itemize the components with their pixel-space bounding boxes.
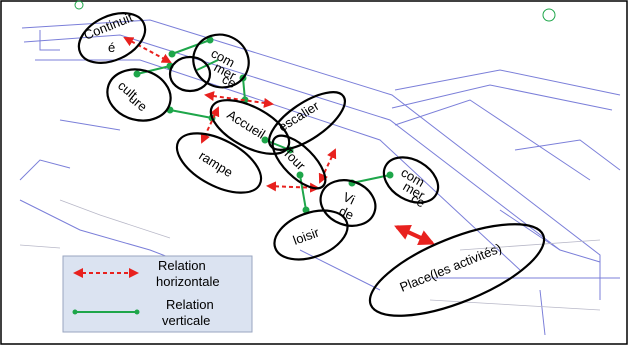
node-accueil: [209, 99, 291, 155]
legend-box: [62, 255, 253, 333]
vertical-relation-line: [136, 65, 171, 75]
node-escalier: [268, 91, 346, 151]
vertical-relation-line: [171, 39, 211, 55]
node-vide-label: de: [337, 203, 356, 223]
horizontal-relations: [123, 37, 337, 193]
legend-vertical-label: verticale: [162, 313, 210, 328]
node-commerce-bottom-label: ce: [409, 191, 428, 211]
legend-vertical-dot: [134, 309, 140, 315]
legend-vertical-dot: [72, 309, 78, 315]
horizontal-relation-line: [200, 106, 220, 144]
legend: Relation horizontale Relation verticale: [62, 255, 253, 333]
small-green-circle: [74, 0, 84, 10]
background-plan-lines: [19, 19, 621, 336]
place-access-arrow: [394, 225, 435, 245]
node-commerce-top-label: ce: [220, 71, 239, 91]
node-commerce-bottom: [382, 156, 440, 204]
legend-vertical-label: Relation: [166, 297, 214, 312]
node-place: [368, 223, 546, 317]
node-vide: [319, 179, 377, 227]
horizontal-relation-line: [123, 37, 172, 63]
legend-horizontal-label: horizontale: [156, 274, 220, 289]
background-plan-lines-gray: [19, 199, 601, 311]
node-rampe: [175, 132, 263, 194]
node-junction: [168, 55, 212, 93]
node-tour: [271, 134, 327, 190]
small-green-circle: [542, 8, 556, 22]
horizontal-relation-line: [266, 181, 320, 193]
node-continuite: [77, 12, 147, 64]
node-commerce-top: [192, 33, 250, 89]
horizontal-relation-line: [318, 148, 337, 184]
node-culture: [106, 68, 172, 122]
legend-horizontal-label: Relation: [158, 258, 206, 273]
vertical-relations: [133, 36, 394, 214]
node-continuite-label: é: [108, 40, 115, 55]
node-loisir: [273, 209, 349, 261]
